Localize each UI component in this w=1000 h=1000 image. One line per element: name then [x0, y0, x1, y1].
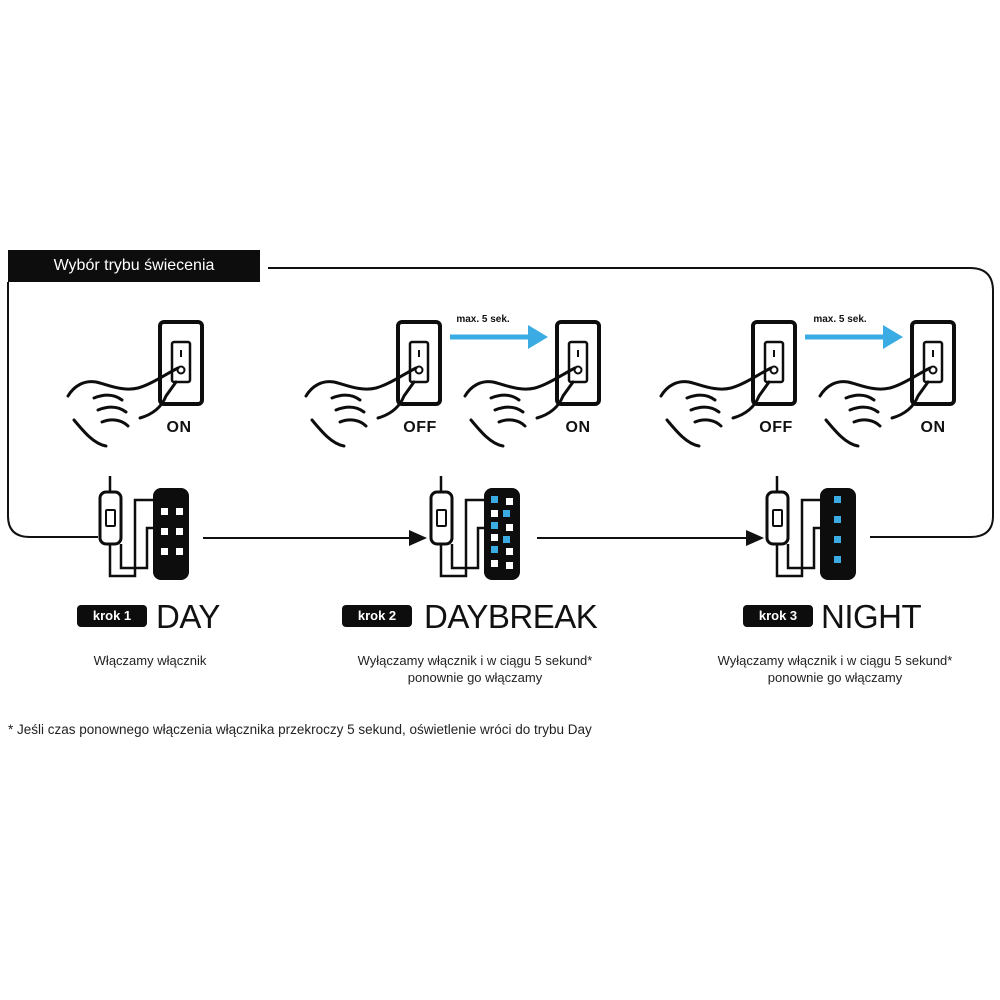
- rocker: [170, 340, 192, 384]
- cable: [108, 476, 153, 578]
- step-description-1: Włączamy włącznik: [40, 652, 260, 669]
- led-module: [153, 488, 189, 580]
- mode-title-night: NIGHT: [821, 598, 922, 635]
- timing-arrow-step3: [805, 325, 903, 349]
- mode-title-day: DAY: [156, 598, 220, 635]
- led: [491, 510, 498, 517]
- step-description-3: Wyłączamy włącznik i w ciągu 5 sekund* p…: [680, 652, 990, 686]
- switch-hand-step3-on: [818, 320, 956, 448]
- section-title: Wybór trybu świecenia: [8, 250, 260, 282]
- rocker: [567, 340, 589, 384]
- step-description-1-line1: Włączamy włącznik: [93, 653, 207, 668]
- led: [161, 508, 168, 515]
- arrow-label-step3: max. 5 sek.: [813, 314, 867, 325]
- led: [491, 534, 498, 541]
- rocker: [408, 340, 430, 384]
- led: [176, 508, 183, 515]
- rocker: [922, 340, 944, 384]
- finger-lines: [330, 393, 368, 428]
- finger-lines: [92, 393, 130, 428]
- step-description-3-line2: ponownie go włączamy: [767, 670, 903, 685]
- led: [491, 546, 498, 553]
- switch-hand-step3-off: [659, 320, 797, 448]
- finger-lines: [489, 393, 527, 428]
- led: [834, 556, 841, 563]
- hand-icon: [66, 366, 180, 448]
- arrow-label-step2: max. 5 sek.: [456, 314, 510, 325]
- led: [506, 498, 513, 505]
- led: [503, 510, 510, 517]
- rocker: [763, 340, 785, 384]
- led: [491, 560, 498, 567]
- hand-icon: [659, 366, 773, 448]
- led-unit-daybreak: [429, 476, 520, 580]
- footnote: * Jeśli czas ponownego włączenia włączni…: [8, 722, 592, 737]
- step-badge-1: krok 1: [77, 605, 147, 627]
- step-badge-3: krok 3: [743, 605, 813, 627]
- step-description-3-line1: Wyłączamy włącznik i w ciągu 5 sekund*: [717, 653, 953, 668]
- finger-lines: [844, 393, 882, 428]
- timing-arrow-step2: [450, 325, 548, 349]
- switch-hand-step2-off: [304, 320, 442, 448]
- frame-outline: [268, 267, 994, 538]
- led: [491, 496, 498, 503]
- led: [161, 528, 168, 535]
- mode-title-daybreak: DAYBREAK: [424, 598, 598, 635]
- led: [834, 536, 841, 543]
- state-label-on-3: ON: [920, 419, 946, 436]
- led: [506, 524, 513, 531]
- led: [161, 548, 168, 555]
- led: [503, 536, 510, 543]
- step-description-2: Wyłączamy włącznik i w ciągu 5 sekund* p…: [320, 652, 630, 686]
- switch-hand-step2-on: [463, 320, 601, 448]
- state-label-off-3: OFF: [759, 419, 793, 436]
- step-description-2-line2: ponownie go włączamy: [407, 670, 543, 685]
- finger-lines: [685, 393, 723, 428]
- led-module: [484, 488, 520, 580]
- switch-hand-step1-on: [66, 320, 204, 448]
- led: [176, 528, 183, 535]
- step-badge-2: krok 2: [342, 605, 412, 627]
- state-label-off-2: OFF: [403, 419, 437, 436]
- led: [506, 562, 513, 569]
- led: [176, 548, 183, 555]
- state-label-on-1: ON: [166, 419, 192, 436]
- led: [834, 496, 841, 503]
- hand-icon: [463, 366, 577, 448]
- state-label-on-2: ON: [565, 419, 591, 436]
- hand-icon: [818, 366, 932, 448]
- led: [506, 548, 513, 555]
- frame-outline-left: [7, 282, 98, 538]
- cable: [775, 476, 820, 578]
- led: [491, 522, 498, 529]
- led-unit-night: [765, 476, 856, 580]
- led: [834, 516, 841, 523]
- step-description-2-line1: Wyłączamy włącznik i w ciągu 5 sekund*: [357, 653, 593, 668]
- led-module: [820, 488, 856, 580]
- cable: [439, 476, 484, 578]
- led-unit-day: [98, 476, 189, 580]
- hand-icon: [304, 366, 418, 448]
